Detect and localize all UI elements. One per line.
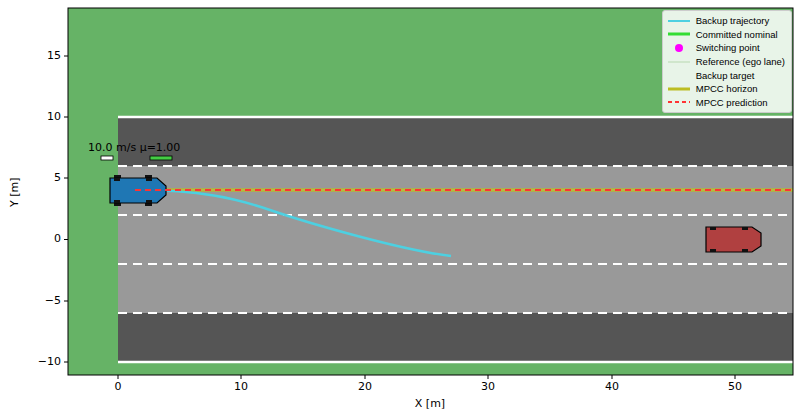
legend-entry: Committed nominal: [667, 28, 785, 42]
y-tick: 15: [47, 50, 61, 63]
y-tick: −5: [45, 295, 61, 308]
legend-text: Backup target: [696, 70, 755, 81]
mpcc-prediction: [135, 189, 793, 191]
lane-markings: [118, 166, 793, 313]
speed-bar: [101, 156, 113, 160]
legend-sample: [667, 70, 691, 80]
y-tick: −10: [38, 356, 61, 369]
road-edge: [118, 116, 793, 119]
legend-text: Switching point: [696, 42, 760, 53]
x-tick: 50: [728, 381, 742, 394]
legend-entry: MPCC prediction: [667, 96, 785, 110]
tick-marks: [64, 56, 735, 379]
legend-text: MPCC prediction: [696, 97, 768, 108]
legend-sample: [667, 43, 691, 53]
vehicle-status: 10.0 m/s μ=1.00: [88, 142, 180, 155]
legend-sample: [667, 29, 691, 39]
grass: [68, 8, 793, 375]
legend-text: Backup trajectory: [696, 15, 769, 26]
y-tick: 5: [54, 172, 61, 185]
legend-box: Backup trajectoryCommitted nominalSwitch…: [662, 10, 792, 113]
legend-entry: MPCC horizon: [667, 82, 785, 96]
axis-title: Y [m]: [10, 177, 23, 207]
legend-sample: [667, 97, 691, 107]
backup-trajectory: [135, 190, 451, 256]
lanes: [118, 166, 793, 313]
shoulder: [118, 313, 793, 362]
x-tick: 20: [358, 381, 372, 394]
reference-line: [118, 190, 793, 191]
x-tick: 0: [115, 381, 122, 394]
legend-entry: Reference (ego lane): [667, 55, 785, 69]
legend-sample: [667, 84, 691, 94]
y-tick: 0: [54, 233, 61, 246]
friction-bar: [150, 156, 172, 160]
x-tick: 30: [481, 381, 495, 394]
x-tick: 10: [234, 381, 248, 394]
axes-frame: [68, 8, 793, 375]
obstacle-car: [706, 227, 761, 252]
legend-entry: Backup trajectory: [667, 14, 785, 28]
legend-sample: [667, 16, 691, 26]
legend-text: Reference (ego lane): [696, 56, 785, 67]
y-tick: 10: [47, 111, 61, 124]
legend-sample: [667, 57, 691, 67]
shoulder: [118, 117, 793, 166]
x-tick: 40: [605, 381, 619, 394]
axis-title: X [m]: [415, 398, 445, 411]
legend-entry: Switching point: [667, 41, 785, 55]
legend-text: MPCC horizon: [696, 83, 758, 94]
road-edge: [118, 361, 793, 364]
legend-entry: Backup target: [667, 68, 785, 82]
mpcc-horizon: [135, 188, 793, 192]
legend-text: Committed nominal: [696, 29, 778, 40]
